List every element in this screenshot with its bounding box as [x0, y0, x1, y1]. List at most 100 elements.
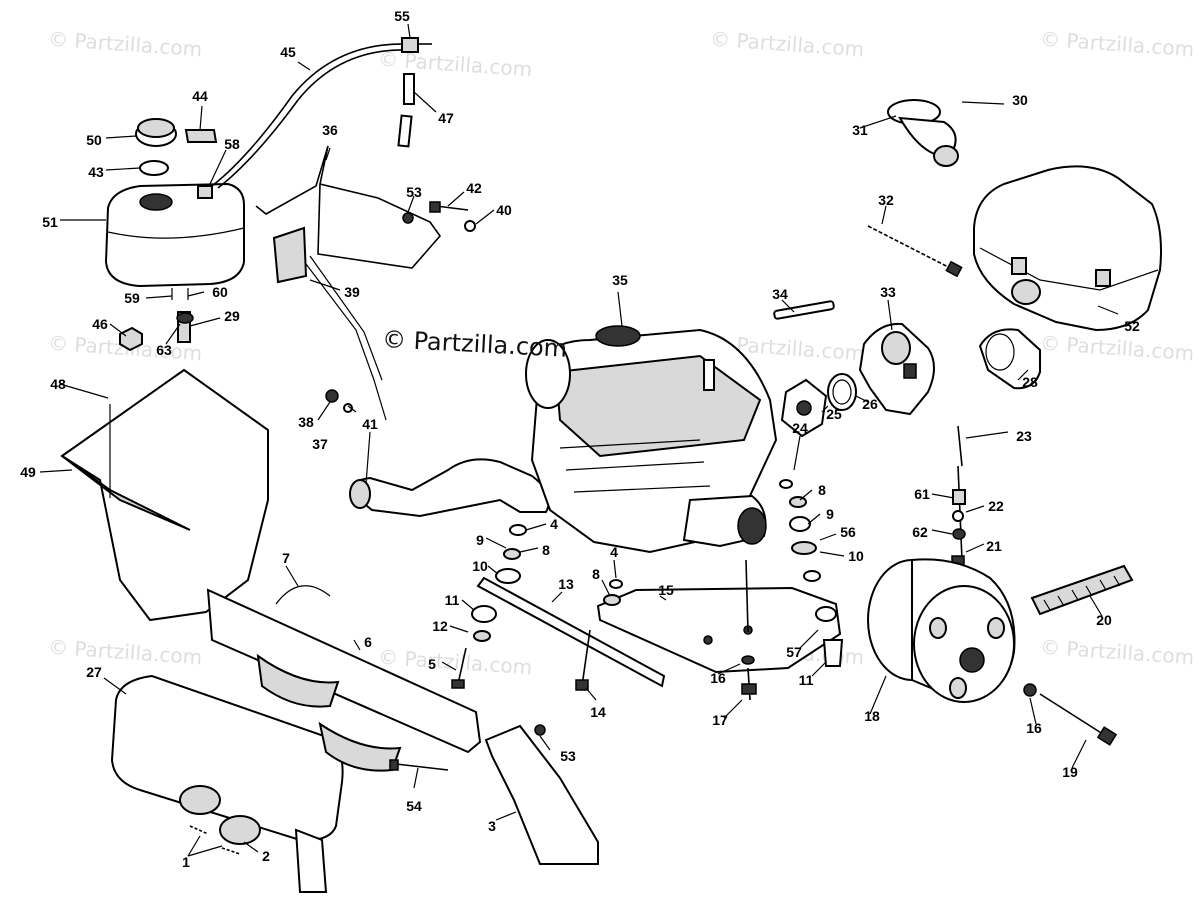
- callout-40: 40: [496, 202, 512, 218]
- callout-53: 53: [406, 184, 422, 200]
- clutch-bolt: [1023, 683, 1118, 746]
- carb-flange: [780, 378, 828, 438]
- callout-10: 10: [848, 548, 864, 564]
- nut: [325, 389, 339, 403]
- callout-15: 15: [658, 582, 674, 598]
- callout-9: 9: [476, 532, 484, 548]
- mount-plate: [596, 586, 842, 674]
- callout-8: 8: [592, 566, 600, 582]
- callout-63: 63: [156, 342, 172, 358]
- callout-54: 54: [406, 798, 422, 814]
- callout-41: 41: [362, 416, 378, 432]
- leader-lines: [39, 23, 1119, 857]
- callout-10: 10: [472, 558, 488, 574]
- callout-59: 59: [124, 290, 140, 306]
- choke-rod: [951, 425, 966, 569]
- callout-24: 24: [792, 420, 808, 436]
- callout-55: 55: [394, 8, 410, 24]
- tie-bar: [476, 576, 666, 688]
- callout-45: 45: [280, 44, 296, 60]
- callout-50: 50: [86, 132, 102, 148]
- decal: [184, 129, 218, 143]
- callout-13: 13: [558, 576, 574, 592]
- callout-9: 9: [826, 506, 834, 522]
- callout-27: 27: [86, 664, 102, 680]
- callout-23: 23: [1016, 428, 1032, 444]
- callout-56: 56: [840, 524, 856, 540]
- isolator-stack: [451, 524, 527, 689]
- callout-49: 49: [20, 464, 36, 480]
- washer: [464, 220, 476, 232]
- washer: [343, 403, 353, 413]
- callout-58: 58: [224, 136, 240, 152]
- callout-8: 8: [818, 482, 826, 498]
- callout-11: 11: [798, 672, 814, 688]
- callout-30: 30: [1012, 92, 1028, 108]
- mount-plate: [272, 226, 308, 284]
- callout-1: 1: [182, 854, 190, 870]
- callout-32: 32: [878, 192, 894, 208]
- callout-11: 11: [444, 592, 460, 608]
- callout-8: 8: [542, 542, 550, 558]
- bolt: [575, 629, 591, 691]
- callout-44: 44: [192, 88, 208, 104]
- callout-51: 51: [42, 214, 58, 230]
- callout-53: 53: [560, 748, 576, 764]
- callout-47: 47: [438, 110, 454, 126]
- callout-18: 18: [864, 708, 880, 724]
- callout-12: 12: [432, 618, 448, 634]
- callout-35: 35: [612, 272, 628, 288]
- callout-26: 26: [862, 396, 878, 412]
- callout-36: 36: [322, 122, 338, 138]
- callout-37: 37: [312, 436, 328, 452]
- bracket-rod: [255, 145, 442, 421]
- callout-52: 52: [1124, 318, 1140, 334]
- callout-46: 46: [92, 316, 108, 332]
- callout-4: 4: [550, 516, 558, 532]
- callout-16: 16: [1026, 720, 1042, 736]
- callout-29: 29: [224, 308, 240, 324]
- carburetor: [858, 322, 935, 416]
- callout-62: 62: [912, 524, 928, 540]
- oil-tank: [104, 182, 245, 300]
- idle-screw: [867, 225, 963, 278]
- callout-14: 14: [590, 704, 606, 720]
- carb-clamp: [827, 373, 857, 411]
- callout-20: 20: [1096, 612, 1112, 628]
- fuel-line: [773, 300, 835, 320]
- bolt: [741, 655, 757, 701]
- callout-5: 5: [428, 656, 436, 672]
- callout-38: 38: [298, 414, 314, 430]
- muffler: [110, 674, 344, 893]
- callout-3: 3: [488, 818, 496, 834]
- callout-48: 48: [50, 376, 66, 392]
- callout-6: 6: [364, 634, 372, 650]
- callout-21: 21: [986, 538, 1002, 554]
- tee-fitting: [401, 37, 432, 53]
- callout-4: 4: [610, 544, 618, 560]
- callout-7: 7: [282, 550, 290, 566]
- air-inlet-elbow: [887, 99, 959, 167]
- callout-34: 34: [772, 286, 788, 302]
- callout-22: 22: [988, 498, 1004, 514]
- callout-57: 57: [786, 644, 802, 660]
- callout-61: 61: [914, 486, 930, 502]
- engine: [525, 325, 778, 554]
- air-silencer: [973, 165, 1162, 332]
- drive-belt: [1030, 564, 1134, 616]
- callout-39: 39: [344, 284, 360, 300]
- bolt: [389, 759, 449, 771]
- hose-piece: [403, 73, 415, 105]
- callout-33: 33: [880, 284, 896, 300]
- nut: [119, 326, 143, 352]
- nut: [402, 212, 414, 224]
- engine-stud: [745, 559, 749, 633]
- muffler-bracket: [206, 585, 482, 772]
- belt-guard: [60, 368, 269, 622]
- callout-17: 17: [712, 712, 728, 728]
- callout-28: 28: [1022, 374, 1038, 390]
- bolt: [429, 201, 469, 213]
- callout-16: 16: [710, 670, 726, 686]
